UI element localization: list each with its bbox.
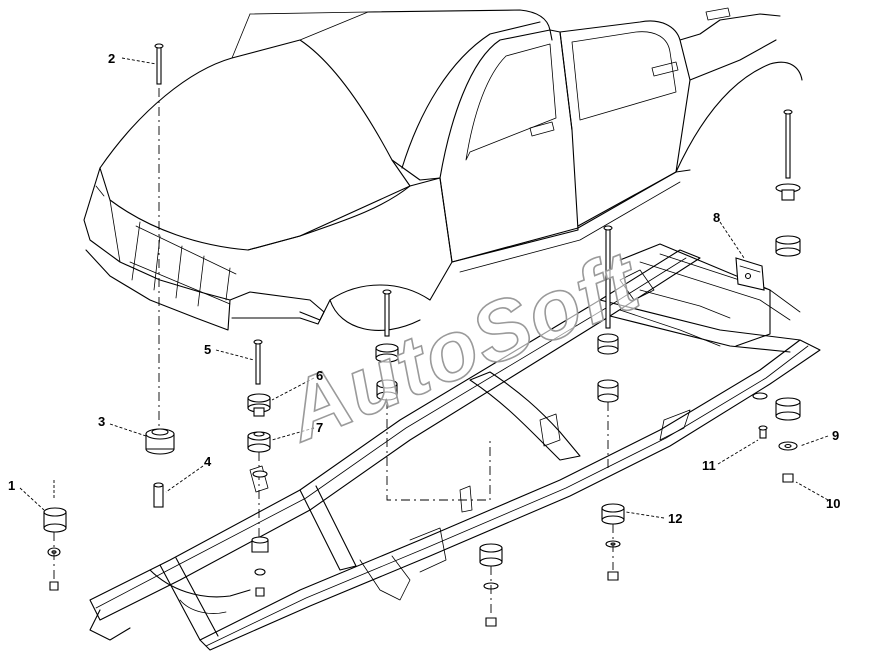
leader-lines xyxy=(19,57,829,519)
watermark-text: AutoSoft xyxy=(272,232,654,459)
part-4-sleeve xyxy=(153,482,164,508)
callout-11: 11 xyxy=(702,458,716,473)
lower-center-stack xyxy=(479,543,503,627)
callout-2: 2 xyxy=(108,51,115,66)
callout-12: 12 xyxy=(668,511,682,526)
vehicle-body xyxy=(83,7,803,331)
part-12-stack xyxy=(601,503,625,581)
center-mount-stack xyxy=(375,289,491,501)
callout-9: 9 xyxy=(832,428,839,443)
callout-7: 7 xyxy=(316,420,323,435)
part-5-6-7-stack xyxy=(247,339,271,597)
callout-4: 4 xyxy=(204,454,212,469)
callout-6: 6 xyxy=(316,368,323,383)
part-2-bolt xyxy=(154,43,164,430)
callouts: 2 3 4 1 5 6 7 8 9 10 11 12 xyxy=(8,51,840,526)
callout-1: 1 xyxy=(8,478,15,493)
part-8-bracket xyxy=(735,257,765,291)
callout-5: 5 xyxy=(204,342,211,357)
upper-right-mount-stack xyxy=(775,109,801,257)
part-9-10-11-stack xyxy=(752,392,801,483)
callout-3: 3 xyxy=(98,414,105,429)
rear-mount-stack xyxy=(597,225,619,470)
chassis-frame xyxy=(89,243,821,651)
callout-10: 10 xyxy=(826,496,840,511)
part-1-stack xyxy=(43,478,67,591)
part-3-mount xyxy=(145,428,175,455)
callout-8: 8 xyxy=(713,210,720,225)
